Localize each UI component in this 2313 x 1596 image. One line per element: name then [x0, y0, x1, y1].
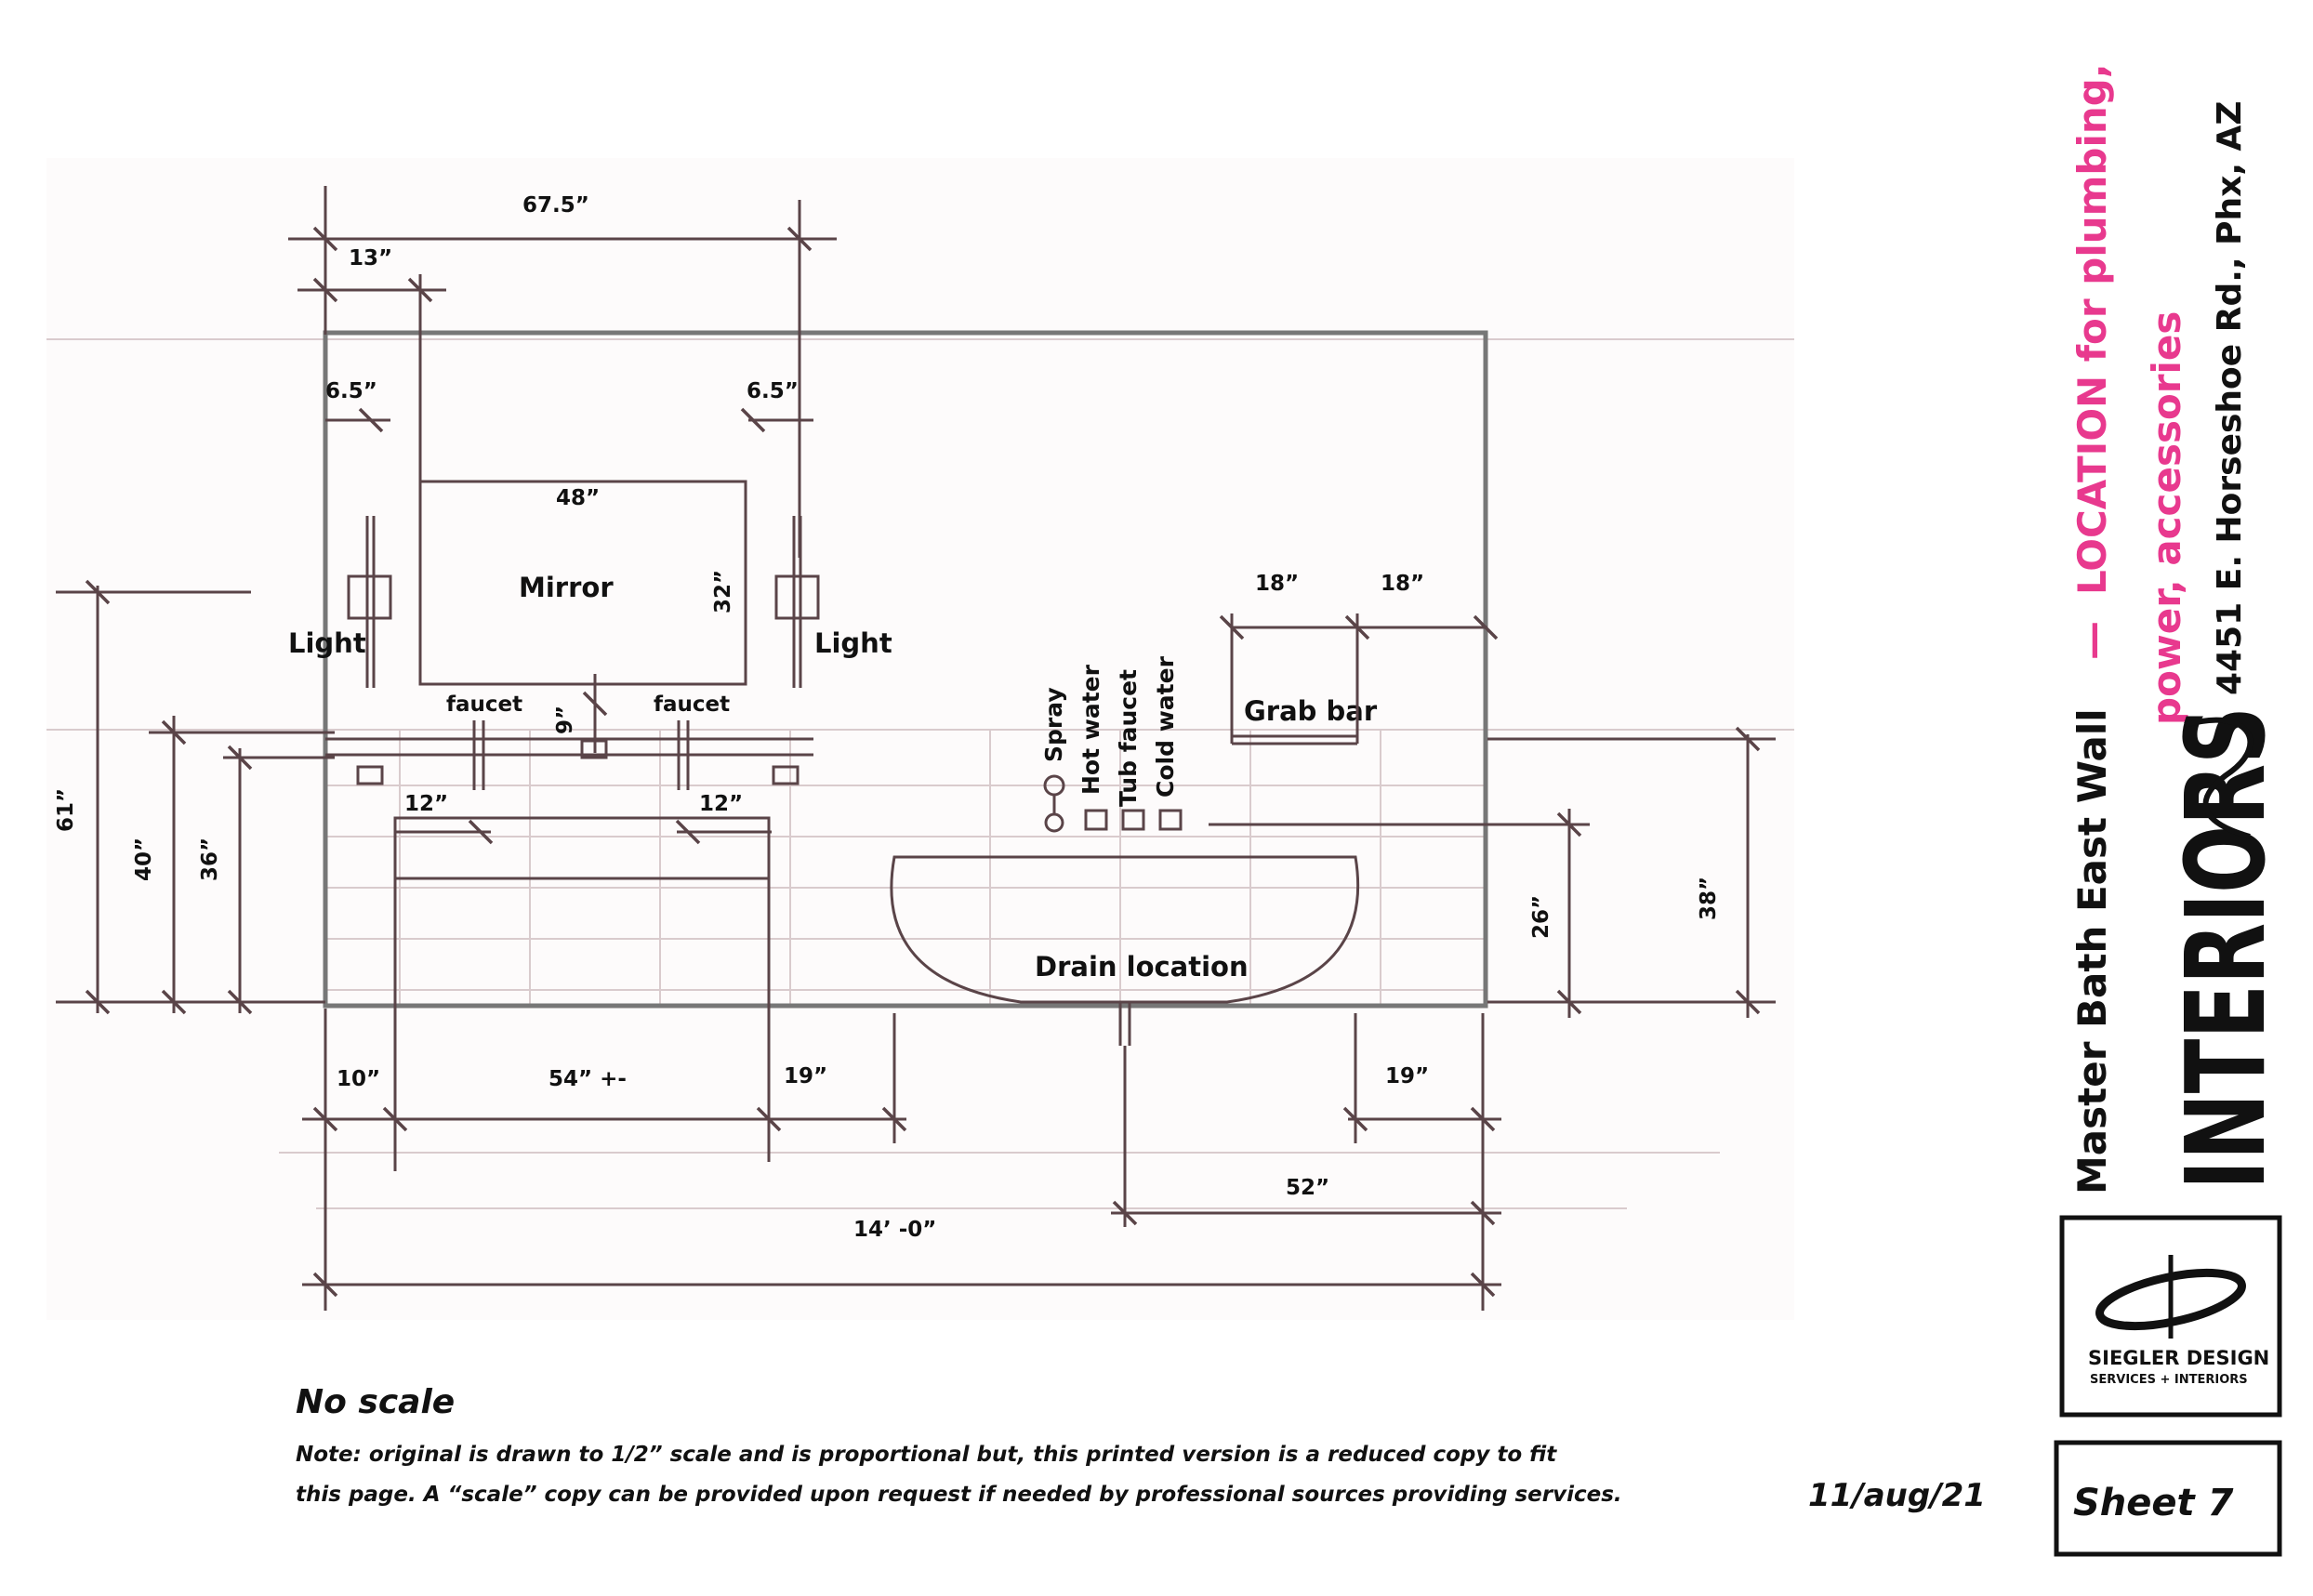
wall-outline	[323, 330, 1488, 1009]
dim-36: 36”	[198, 838, 222, 881]
dim-48: 48”	[556, 486, 600, 510]
tub: Drain location	[890, 855, 1360, 1046]
dim-18-right: 18”	[1381, 572, 1424, 596]
tub-fixtures: Spray Hot water Tub faucet Cold water	[1040, 655, 1183, 833]
dim-40: 40”	[132, 838, 156, 881]
cold-water-label: Cold water	[1152, 655, 1179, 798]
dim-61: 61”	[54, 788, 78, 832]
dim-6-5-right: 6.5”	[747, 379, 799, 403]
title-block: Master Bath East Wall — LOCATION for plu…	[1808, 63, 2290, 1557]
spray-label: Spray	[1040, 687, 1067, 762]
note-line-2: this page. A “scale” copy can be provide…	[296, 1483, 1622, 1507]
mirror: Mirror	[418, 480, 747, 686]
sheet-number: Sheet 7	[2073, 1482, 2234, 1524]
sheet-title: Master Bath East Wall	[2069, 708, 2115, 1194]
grab-bar-label: Grab bar	[1244, 695, 1378, 727]
dim-32: 32”	[711, 570, 735, 613]
project-address: 4451 E. Horseshoe Rd., Phx, AZ	[2211, 100, 2249, 695]
dimension-labels: 67.5” 13” 6.5” 6.5” 48” 32” 9” 12” 12” 1…	[54, 193, 1721, 1242]
light-left: Light	[288, 516, 392, 688]
no-scale-label: No scale	[296, 1383, 455, 1421]
title-dash: —	[2069, 621, 2115, 660]
hot-water-label: Hot water	[1077, 664, 1104, 795]
brand-swash-icon	[2184, 717, 2254, 839]
dim-54: 54” +-	[549, 1067, 627, 1091]
dim-13: 13”	[349, 246, 392, 270]
faucet-right-label: faucet	[654, 692, 730, 717]
dim-38: 38”	[1697, 877, 1721, 920]
dim-14-0: 14’ -0”	[853, 1218, 936, 1242]
notes: No scale Note: original is drawn to 1/2”…	[296, 1383, 1622, 1507]
dim-26: 26”	[1529, 895, 1553, 939]
dim-18-left: 18”	[1255, 572, 1299, 596]
mirror-label: Mirror	[519, 572, 614, 603]
sheet-date: 11/aug/21	[1808, 1477, 1986, 1514]
dim-6-5-left: 6.5”	[325, 379, 377, 403]
dim-67-5: 67.5”	[522, 193, 589, 218]
dim-12-left: 12”	[404, 792, 448, 816]
dim-9: 9”	[553, 706, 577, 734]
logo-name: SIEGLER DESIGN	[2088, 1347, 2269, 1369]
sheet-number-box	[2054, 1440, 2282, 1557]
title-subtitle-line-2: power, accessories	[2144, 311, 2189, 725]
faucets: faucet faucet	[446, 692, 730, 790]
logo-tagline: SERVICES + INTERIORS	[2090, 1373, 2248, 1387]
grab-bar: Grab bar	[1232, 695, 1378, 745]
faucet-left-label: faucet	[446, 692, 522, 717]
drain-label: Drain location	[1035, 951, 1249, 983]
tub-faucet-label: Tub faucet	[1115, 669, 1142, 807]
dim-52: 52”	[1286, 1176, 1329, 1200]
dim-19-left: 19”	[784, 1064, 827, 1088]
light-right-label: Light	[814, 627, 892, 659]
dim-10: 10”	[337, 1067, 380, 1091]
light-right: Light	[774, 516, 892, 688]
dimension-lines	[56, 186, 1776, 1311]
light-left-label: Light	[288, 627, 366, 659]
brand-wordmark: INTERIORS	[2161, 706, 2290, 1190]
note-line-1: Note: original is drawn to 1/2” scale an…	[296, 1443, 1557, 1467]
dim-19-right: 19”	[1385, 1064, 1429, 1088]
dim-12-right: 12”	[699, 792, 743, 816]
title-subtitle-line-1: LOCATION for plumbing,	[2069, 63, 2115, 595]
siegler-logo-icon	[2095, 1255, 2246, 1339]
vanity	[325, 737, 813, 880]
